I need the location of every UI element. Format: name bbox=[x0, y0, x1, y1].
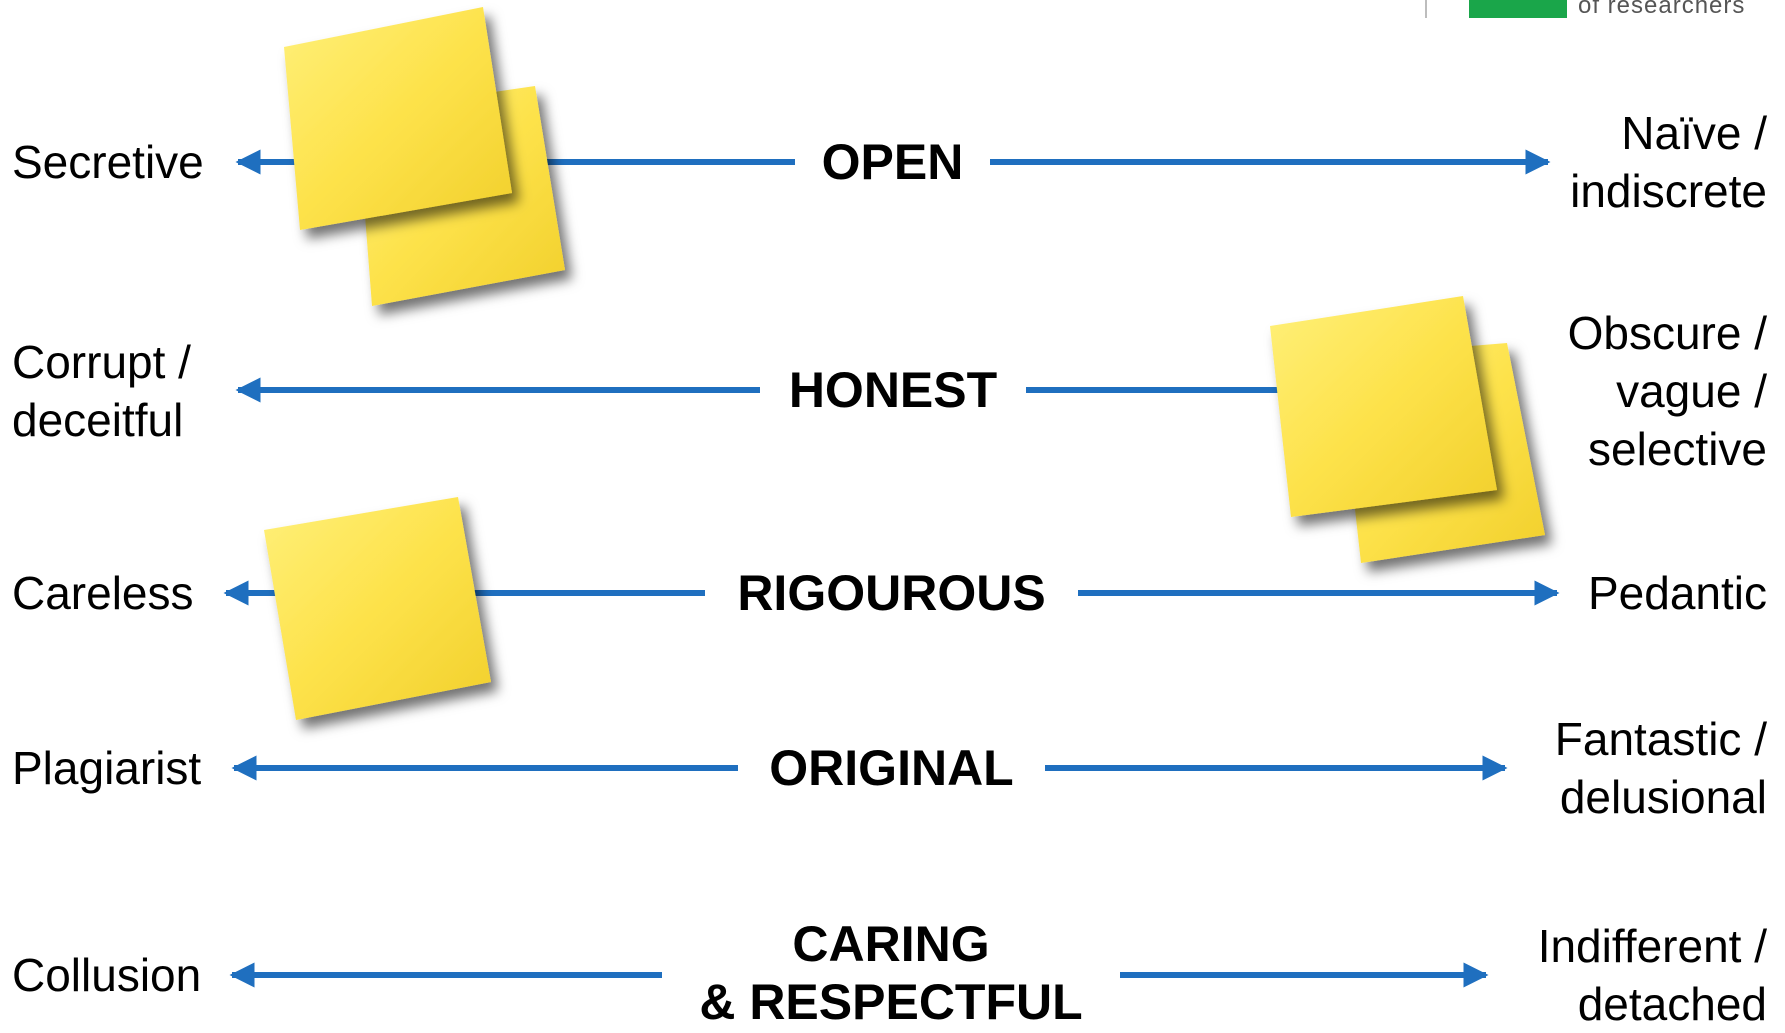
row-open-value: OPEN bbox=[821, 134, 964, 190]
row-caring-left-label: Collusion bbox=[12, 949, 202, 1001]
row-honest-value: HONEST bbox=[788, 362, 998, 418]
row-caring-right-label: Indifferent / detached bbox=[1537, 920, 1767, 1030]
sticky-note-front bbox=[284, 7, 512, 230]
row-original-left-label: Plagiarist bbox=[12, 742, 202, 794]
row-rigourous-right-label: Pedantic bbox=[1587, 567, 1767, 619]
row-rigourous-left-label: Careless bbox=[12, 567, 194, 619]
row-original-right-label: Fantastic / delusional bbox=[1554, 713, 1767, 823]
sticky-note-front bbox=[1270, 296, 1497, 517]
sticky-note-rigourous bbox=[264, 497, 491, 720]
row-caring-value: CARING & RESPECTFUL bbox=[699, 916, 1083, 1030]
row-open-left-label: Secretive bbox=[12, 136, 204, 188]
sticky-note-pair-honest bbox=[1270, 296, 1545, 563]
row-honest-right-label: Obscure / vague / selective bbox=[1567, 307, 1767, 475]
row-honest-left-label: Corrupt / deceitful bbox=[12, 336, 191, 446]
row-original-value: ORIGINAL bbox=[769, 740, 1014, 796]
logo-text: of researchers bbox=[1578, 0, 1746, 19]
sticky-note-front bbox=[264, 497, 491, 720]
row-open-right-label: Naïve / indiscrete bbox=[1570, 107, 1767, 217]
row-rigourous-value: RIGOUROUS bbox=[737, 565, 1046, 621]
logo-bar bbox=[1425, 0, 1567, 18]
sticky-note-pair-open bbox=[284, 7, 565, 306]
